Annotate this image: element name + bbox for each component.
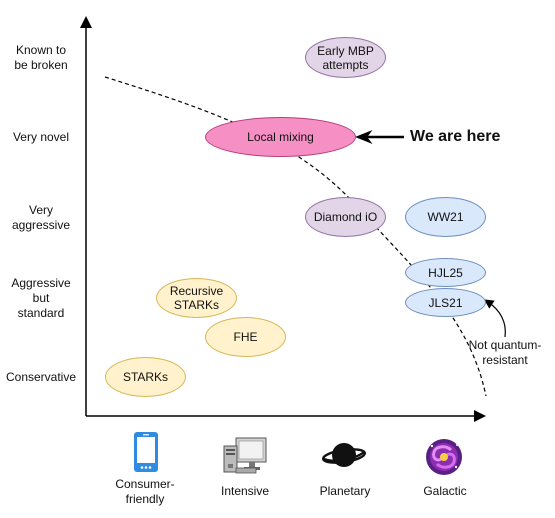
- planet-icon: [322, 443, 366, 467]
- x-level-planetary: Planetary: [319, 484, 371, 498]
- x-level-intensive: Intensive: [220, 484, 270, 498]
- node-jls21: JLS21: [405, 288, 486, 317]
- node-local-mixing: Local mixing: [205, 117, 356, 157]
- x-level-galactic: Galactic: [423, 484, 467, 498]
- we-are-here-callout: We are here: [410, 128, 501, 145]
- desktop-computer-icon: [223, 437, 267, 474]
- frontier-curve: [104, 76, 487, 397]
- node-ww21: WW21: [405, 197, 486, 237]
- node-hjl25: HJL25: [405, 258, 486, 287]
- node-fhe: FHE: [205, 317, 286, 357]
- smartphone-icon: [134, 432, 158, 472]
- not-quantum-resistant-arrow: [484, 299, 506, 338]
- x-level-consumer-friendly: Consumer-friendly: [115, 477, 175, 506]
- node-diamond-io: Diamond iO: [305, 197, 386, 237]
- galaxy-icon: [426, 439, 462, 475]
- y-level-conservative: Conservative: [5, 370, 77, 384]
- y-level-very-novel: Very novel: [12, 130, 70, 144]
- node-starks: STARKs: [105, 357, 186, 397]
- not-quantum-resistant-note: Not quantum-resistant: [468, 338, 542, 367]
